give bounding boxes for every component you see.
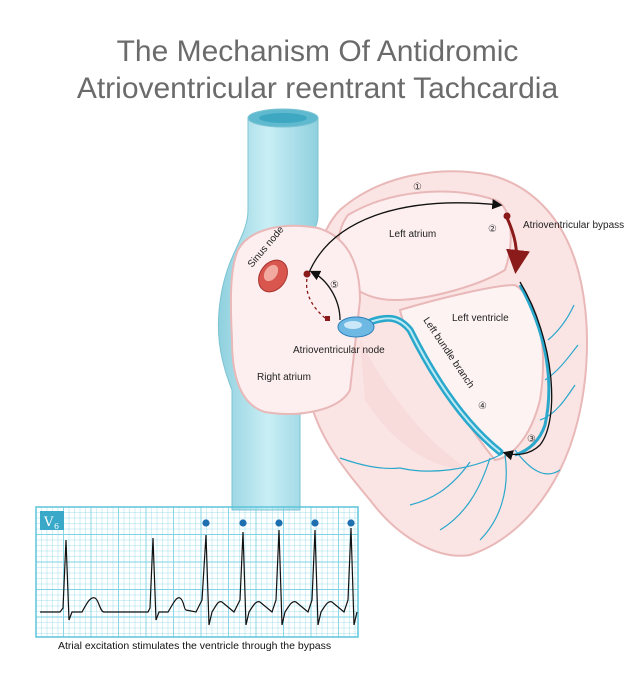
label-left-ventricle: Left ventricle (452, 313, 509, 324)
lead-box (40, 511, 64, 530)
ecg-beat-marker (311, 519, 319, 527)
reentry-path-3 (502, 281, 553, 461)
ecg-beat-markers (202, 519, 355, 527)
label-left-atrium: Left atrium (389, 229, 436, 240)
bypass-origin (503, 212, 511, 220)
ecg-beat-marker (275, 519, 283, 527)
title-line-2: Atrioventricular reentrant Tachcardia (76, 72, 559, 105)
step-3: ③ (527, 434, 536, 445)
av-bypass-path (505, 217, 530, 274)
title-line-1: The Mechanism Of Antidromic (116, 35, 519, 68)
step-5: ⑤ (330, 280, 339, 291)
ecg-caption: Atrial excitation stimulates the ventric… (58, 640, 332, 652)
label-av-node: Atrioventricular node (293, 345, 385, 356)
step-2: ② (488, 224, 497, 235)
ecg-beat-marker (202, 519, 210, 527)
lead-label: V (43, 515, 54, 530)
left-bundle-branch (366, 284, 551, 457)
ecg-beat-marker (239, 519, 247, 527)
ecg-grid (35, 506, 358, 637)
label-right-atrium: Right atrium (257, 372, 311, 383)
step-4: ④ (478, 401, 487, 412)
step-1: ① (413, 182, 422, 193)
reentry-path-1 (307, 199, 503, 276)
ecg-trace (40, 527, 358, 626)
ecg-beat-marker (347, 519, 355, 527)
lead-subscript: 6 (54, 522, 59, 531)
label-av-bypass: Atrioventricular bypass (523, 220, 624, 231)
reentry-path-5 (305, 277, 326, 319)
